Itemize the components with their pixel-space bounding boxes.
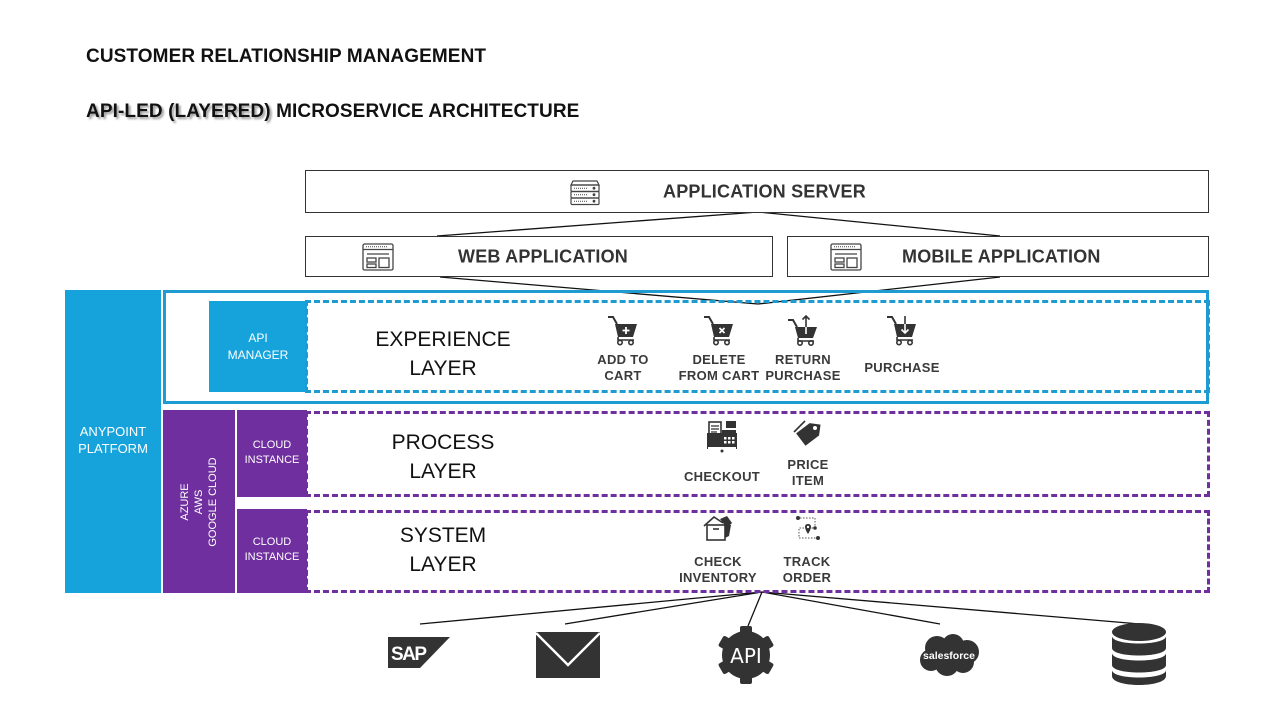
backend-email[interactable] — [535, 631, 601, 684]
experience-layer[interactable]: EXPERIENCE LAYER — [305, 300, 1210, 393]
connector-system-email — [564, 591, 763, 625]
cart-add-icon — [608, 316, 637, 346]
subtitle-rest: MICROSERVICE ARCHITECTURE — [270, 101, 580, 122]
service-purchase[interactable]: PURCHASE — [862, 314, 942, 376]
service-label-line1: CHECK — [694, 554, 742, 569]
service-delete-from-cart[interactable]: DELETE FROM CART — [674, 314, 764, 384]
cloud-instance-line2: INSTANCE — [244, 551, 300, 563]
connector-server-web — [436, 211, 759, 237]
system-title-line1: SYSTEM — [399, 524, 487, 547]
cloud-instance-line2: INSTANCE — [244, 454, 300, 466]
web-page-icon — [362, 243, 394, 271]
service-return-purchase[interactable]: RETURN PURCHASE — [763, 314, 843, 384]
api-manager-line1: API — [248, 331, 268, 345]
service-label-line2: CART — [604, 368, 642, 383]
application-server-label: APPLICATION SERVER — [663, 181, 866, 201]
service-track-order[interactable]: TRACK ORDER — [767, 514, 847, 586]
service-label-line1: TRACK — [783, 554, 831, 569]
mobile-application-label: MOBILE APPLICATION — [902, 246, 1101, 266]
service-label-line1: PURCHASE — [864, 360, 940, 375]
cloud-instance-label: CLOUD INSTANCE — [237, 438, 307, 468]
system-layer[interactable]: SYSTEM LAYER — [305, 510, 1210, 593]
service-price-item[interactable]: PRICE ITEM — [768, 419, 848, 489]
page-title: CUSTOMER RELATIONSHIP MANAGEMENT — [86, 46, 487, 67]
salesforce-cloud-icon: salesforce — [920, 634, 979, 676]
service-label-line2: ITEM — [791, 473, 825, 488]
subtitle-highlight: API-LED (LAYERED) — [86, 101, 271, 122]
cloud-instance-system[interactable]: CLOUD INSTANCE — [237, 509, 307, 593]
api-gear-icon: API — [718, 626, 774, 684]
backend-sap[interactable]: SAP — [388, 637, 452, 674]
api-manager-label: API MANAGER — [209, 330, 307, 364]
cloud-provider-google: GOOGLE CLOUD — [207, 457, 219, 547]
api-manager-line2: MANAGER — [227, 348, 289, 362]
service-label-line1: DELETE — [692, 352, 746, 367]
mobile-application-box[interactable]: MOBILE APPLICATION — [787, 236, 1209, 277]
server-rack-icon — [570, 180, 600, 206]
anypoint-platform-label: ANYPOINT PLATFORM — [65, 423, 161, 457]
envelope-icon — [535, 632, 601, 678]
service-label-line1: RETURN — [775, 352, 831, 367]
service-label-line2: INVENTORY — [679, 570, 757, 585]
connector-system-database — [761, 591, 1141, 625]
cloud-instance-label: CLOUD INSTANCE — [237, 535, 307, 565]
service-label-line2: ORDER — [782, 570, 832, 585]
web-page-icon — [830, 243, 862, 271]
api-gear-text: API — [730, 644, 762, 668]
price-tag-icon — [793, 420, 821, 446]
cloud-providers-panel[interactable]: AZURE AWS GOOGLE CLOUD — [163, 410, 235, 593]
database-icon — [1112, 623, 1166, 685]
process-layer[interactable]: PROCESS LAYER — [305, 411, 1210, 497]
api-manager-box[interactable]: API MANAGER — [209, 301, 307, 392]
connector-system-salesforce — [761, 591, 941, 625]
cart-return-icon — [788, 314, 817, 346]
cloud-instance-process[interactable]: CLOUD INSTANCE — [237, 410, 307, 497]
cash-register-icon — [707, 421, 737, 453]
service-label-line1: PRICE — [787, 457, 829, 472]
page-subtitle: API-LED (LAYERED) MICROSERVICE ARCHITECT… — [86, 101, 579, 123]
cloud-provider-aws: AWS — [193, 489, 205, 515]
process-title-line2: LAYER — [409, 460, 477, 483]
service-check-inventory[interactable]: CHECK INVENTORY — [678, 514, 758, 586]
experience-title-line1: EXPERIENCE — [375, 328, 511, 351]
web-application-box[interactable]: WEB APPLICATION — [305, 236, 773, 277]
experience-layer-title: EXPERIENCE LAYER — [368, 325, 518, 383]
application-server-box[interactable]: APPLICATION SERVER — [305, 170, 1209, 213]
cloud-instance-line1: CLOUD — [252, 536, 292, 548]
system-title-line2: LAYER — [409, 553, 477, 576]
backend-api[interactable]: API — [716, 625, 776, 690]
service-label-line2: FROM CART — [678, 368, 760, 383]
sap-logo-icon: SAP — [388, 637, 450, 668]
cloud-instance-line1: CLOUD — [252, 439, 292, 451]
backend-salesforce[interactable]: salesforce — [917, 632, 981, 683]
anypoint-line2: PLATFORM — [78, 441, 148, 456]
backend-database[interactable] — [1110, 622, 1168, 691]
connector-server-mobile — [757, 211, 1001, 237]
process-title-line1: PROCESS — [391, 431, 495, 454]
salesforce-text: salesforce — [923, 650, 975, 662]
sap-logo-text: SAP — [391, 644, 427, 665]
web-application-label: WEB APPLICATION — [458, 246, 628, 266]
connector-system-api — [747, 591, 763, 627]
cart-delete-icon — [704, 316, 733, 346]
service-label-line1: ADD TO — [597, 352, 649, 367]
track-route-icon — [796, 516, 820, 540]
process-layer-title: PROCESS LAYER — [368, 428, 518, 486]
cart-purchase-icon — [887, 316, 916, 346]
experience-title-line2: LAYER — [409, 357, 477, 380]
inventory-box-icon — [703, 515, 732, 541]
cloud-providers-label: AZURE AWS GOOGLE CLOUD — [178, 427, 220, 577]
anypoint-platform-panel[interactable]: ANYPOINT PLATFORM — [65, 290, 161, 593]
service-add-to-cart[interactable]: ADD TO CART — [583, 314, 663, 384]
service-label-line2: PURCHASE — [765, 368, 841, 383]
service-checkout[interactable]: CHECKOUT — [682, 419, 762, 485]
cloud-provider-azure: AZURE — [179, 483, 191, 521]
anypoint-line1: ANYPOINT — [79, 424, 147, 439]
system-layer-title: SYSTEM LAYER — [368, 521, 518, 579]
service-label-line1: CHECKOUT — [683, 469, 761, 484]
connector-system-sap — [419, 591, 763, 625]
